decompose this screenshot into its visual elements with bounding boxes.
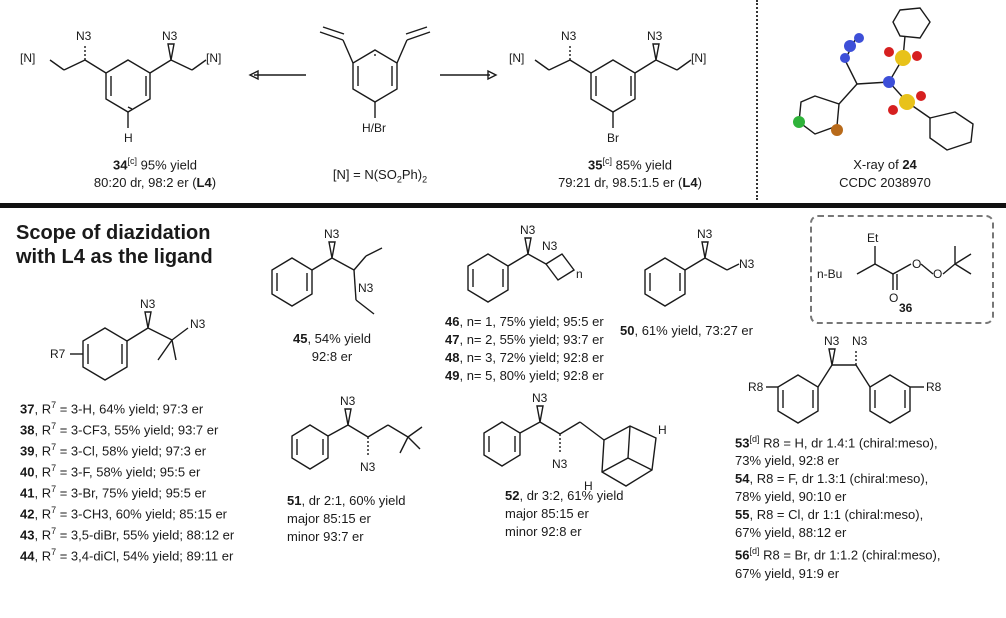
r8-label: R8 <box>926 380 942 394</box>
oxygen-label: O <box>912 257 921 271</box>
compound-number-36: 36 <box>899 301 913 315</box>
list-item: 67% yield, 88:12 er <box>735 525 847 541</box>
list-item: 40, R7 = 3-F, 58% yield; 95:5 er <box>20 463 201 480</box>
r7-label: R7 <box>50 347 66 361</box>
list-item: 39, R7 = 3-Cl, 58% yield; 97:3 er <box>20 442 207 459</box>
structure-46-49: N3 N3 n <box>467 223 583 303</box>
azide-label: N3 <box>358 281 374 295</box>
structure-53-56: N3 N3 R8 R8 <box>748 334 942 424</box>
arrow-right <box>440 69 498 81</box>
section-divider-vertical <box>756 0 758 200</box>
structure-36: n-Bu Et O O O 36 <box>817 231 972 315</box>
n-group-definition: [N] = N(SO2Ph)2 <box>332 167 428 185</box>
azide-label: N3 <box>162 29 178 43</box>
azide-label: N3 <box>324 227 340 241</box>
list-item: 56[d] R8 = Br, dr 1:1.2 (chiral:meso), <box>735 546 941 563</box>
list-item: 78% yield, 90:10 er <box>735 489 847 505</box>
azide-label: N3 <box>697 227 713 241</box>
azide-label: N3 <box>532 391 548 405</box>
azide-label: N3 <box>520 223 536 237</box>
azide-label: N3 <box>852 334 868 348</box>
azide-label: N3 <box>739 257 755 271</box>
structure-34: N3 N3 [N] [N] H <box>20 29 221 145</box>
scope-title: Scope of diazidation with L4 as the liga… <box>16 222 213 268</box>
peroxide-36-box <box>810 215 994 324</box>
list-item: 54, R8 = F, dr 1.3:1 (chiral:meso), <box>735 471 929 487</box>
azide-label: N3 <box>561 29 577 43</box>
n-group-label: [N] <box>691 51 706 65</box>
azide-label: N3 <box>824 334 840 348</box>
azide-label: N3 <box>552 457 568 471</box>
h-label: H <box>658 423 667 437</box>
h-label: H <box>124 131 133 145</box>
h-br-label: H/Br <box>362 121 386 135</box>
caption-52: 52, dr 3:2, 61% yield major 85:15 er min… <box>505 488 624 539</box>
list-item: 38, R7 = 3-CF3, 55% yield; 93:7 er <box>20 421 219 438</box>
xray-structure-image <box>793 7 974 151</box>
list-item: 43, R7 = 3,5-diBr, 55% yield; 88:12 er <box>20 526 235 543</box>
n-group-label: [N] <box>206 51 221 65</box>
section-divider-horizontal <box>0 203 1006 208</box>
structure-50: N3 N3 <box>644 227 755 307</box>
et-label: Et <box>867 231 879 245</box>
structure-45: N3 N3 <box>271 227 383 315</box>
h-label: H <box>584 479 593 493</box>
azide-label: N3 <box>360 460 376 474</box>
azide-label: N3 <box>647 29 663 43</box>
structure-52: N3 N3 H H <box>483 391 667 493</box>
oxygen-label: O <box>889 291 898 305</box>
azide-label: N3 <box>542 239 558 253</box>
n-label: n <box>576 267 583 281</box>
br-label: Br <box>607 131 619 145</box>
arrow-left <box>248 69 306 81</box>
caption-51: 51, dr 2:1, 60% yield major 85:15 er min… <box>287 493 406 544</box>
list-item: 41, R7 = 3-Br, 75% yield; 95:5 er <box>20 484 207 501</box>
list-item: 67% yield, 91:9 er <box>735 565 840 581</box>
caption-35: 35[c] 85% yield 79:21 dr, 98.5:1.5 er (L… <box>558 156 702 191</box>
azide-label: N3 <box>140 297 156 311</box>
n-group-label: [N] <box>20 51 35 65</box>
azide-label: N3 <box>190 317 206 331</box>
caption-34: 34[c] 95% yield 80:20 dr, 98:2 er (L4) <box>93 156 217 191</box>
list-item: 44, R7 = 3,4-diCl, 54% yield; 89:11 er <box>20 547 234 564</box>
list-item: 53[d] R8 = H, dr 1.4:1 (chiral:meso), <box>735 434 938 451</box>
structure-51: N3 N3 <box>291 394 423 474</box>
xray-caption: X-ray of 24 CCDC 2038970 <box>839 157 931 190</box>
oxygen-label: O <box>933 267 942 281</box>
list-item: 55, R8 = Cl, dr 1:1 (chiral:meso), <box>735 507 924 523</box>
azide-label: N3 <box>76 29 92 43</box>
list-item: 37, R7 = 3-H, 64% yield; 97:3 er <box>20 400 204 417</box>
structure-37-44: N3 N3 R7 <box>50 297 206 381</box>
n-group-label: [N] <box>509 51 524 65</box>
structure-35: N3 N3 [N] [N] Br <box>509 29 706 145</box>
nbu-label: n-Bu <box>817 267 842 281</box>
r8-label: R8 <box>748 380 764 394</box>
list-item: 42, R7 = 3-CH3, 60% yield; 85:15 er <box>20 505 228 522</box>
r8-compound-list: 53[d] R8 = H, dr 1.4:1 (chiral:meso), 73… <box>735 430 940 583</box>
caption-45: 45, 54% yield 92:8 er <box>292 331 372 364</box>
list-item: 73% yield, 92:8 er <box>735 453 840 469</box>
azide-label: N3 <box>340 394 356 408</box>
structure-divinylbenzene: H/Br <box>319 26 431 135</box>
caption-50: 50, 61% yield, 73:27 er <box>620 323 753 338</box>
caption-46-49: 46, n= 1, 75% yield; 95:5 er 47, n= 2, 5… <box>445 314 604 383</box>
